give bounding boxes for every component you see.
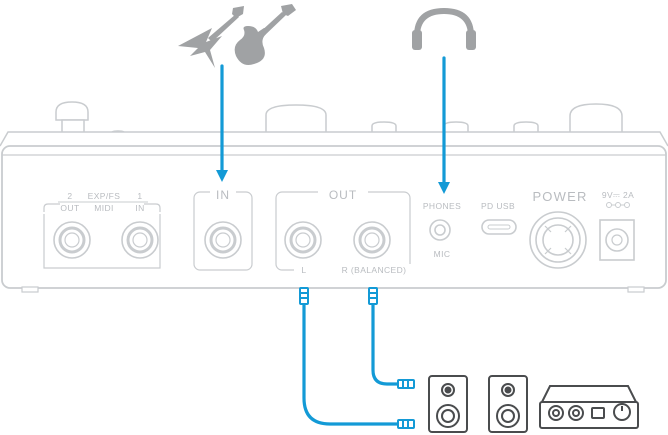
monitor-speaker-icon	[428, 375, 468, 433]
exp-label-2: 2	[67, 191, 72, 201]
input-jack	[204, 221, 242, 259]
output-section: OUT L R (BALANCED)	[275, 186, 422, 276]
electric-guitar-icon	[234, 4, 296, 65]
cables	[216, 56, 450, 426]
output-jack-left	[284, 221, 322, 259]
right-plug	[368, 287, 378, 305]
power-label: POWER	[532, 189, 587, 204]
cable-plugs	[299, 287, 415, 429]
usb-label: PD USB	[481, 201, 515, 211]
polarity-icon	[606, 202, 630, 208]
exp-label-expfs: EXP/FS	[88, 191, 121, 201]
out-left-label: L	[301, 265, 306, 275]
headphones-icon	[412, 8, 476, 50]
out-label: OUT	[329, 188, 357, 202]
phones-label: PHONES	[423, 201, 461, 211]
exp-label-1: 1	[137, 191, 142, 201]
right-speaker-plug	[397, 379, 415, 389]
audio-interface-icon	[539, 385, 639, 429]
exp-out-jack	[53, 221, 91, 259]
power-section: POWER 9V⎓ 2A	[529, 189, 635, 269]
usb-section: PD USB	[481, 201, 517, 235]
exp-label-out: OUT	[60, 203, 79, 213]
exp-in-jack	[121, 221, 159, 259]
out-right-label: R (BALANCED)	[342, 265, 407, 275]
phones-arrow-head	[438, 182, 450, 194]
exp-label-in: IN	[135, 203, 144, 213]
exp-label-midi: MIDI	[94, 203, 114, 213]
usb-c-port	[481, 219, 517, 235]
mic-label: MIC	[434, 249, 451, 259]
input-arrow-head	[216, 170, 228, 182]
output-jack-right	[353, 221, 391, 259]
right-output-cable	[371, 300, 406, 386]
phones-section: PHONES MIC	[423, 201, 461, 259]
device-back-panel	[1, 145, 667, 293]
left-plug	[299, 287, 309, 305]
device-top	[0, 101, 668, 153]
phones-jack	[429, 219, 451, 241]
power-switch	[529, 211, 587, 269]
input-section: IN	[193, 187, 253, 271]
monitor-speaker-icon	[488, 375, 528, 433]
left-speaker-plug	[397, 419, 415, 429]
left-output-cable	[302, 300, 406, 426]
exp-midi-section: 2 EXP/FS 1 OUT MIDI IN	[43, 191, 161, 269]
in-label: IN	[216, 188, 230, 202]
dc-power-jack	[599, 219, 635, 261]
flying-v-guitar-icon	[178, 6, 244, 68]
power-spec-label: 9V⎓ 2A	[602, 190, 634, 200]
